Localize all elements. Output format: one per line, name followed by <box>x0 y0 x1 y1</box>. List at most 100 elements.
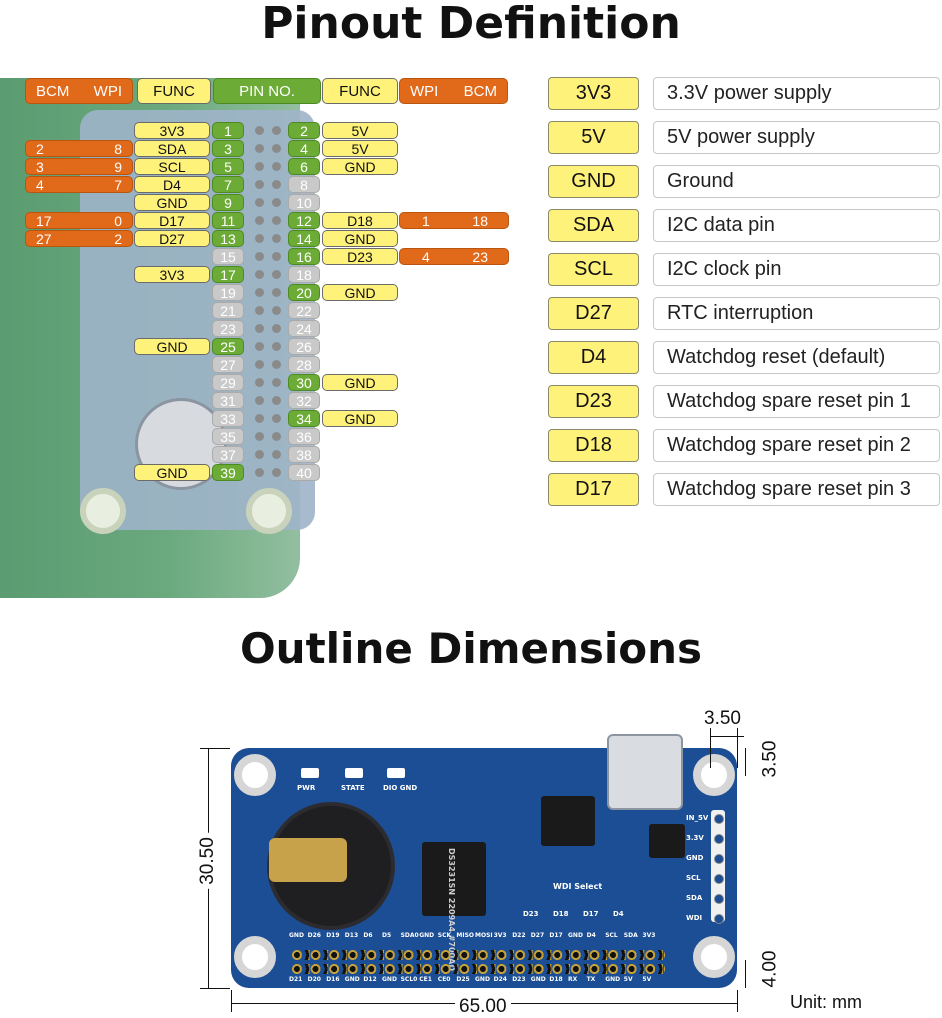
header-top-label: D27 <box>530 932 545 939</box>
legend-description: Watchdog spare reset pin 1 <box>653 385 940 418</box>
header-wpi: WPI <box>93 82 122 100</box>
legend-description: 3.3V power supply <box>653 77 940 110</box>
pin-pad-icon <box>714 914 724 924</box>
pin-number-right: 28 <box>288 356 320 373</box>
pinout-title: Pinout Definition <box>261 0 681 49</box>
mounting-hole-icon <box>693 754 735 796</box>
pin-number-left: 5 <box>212 158 244 175</box>
pin-pad-icon <box>714 854 724 864</box>
pin-func-left: SDA <box>134 140 210 157</box>
header-pin-dot <box>255 378 264 387</box>
legend-key: GND <box>548 165 639 198</box>
pin-number-right: 24 <box>288 320 320 337</box>
header-top-label: D26 <box>307 932 321 939</box>
legend-description: 5V power supply <box>653 121 940 154</box>
wdi-option-label: D17 <box>583 910 599 918</box>
led-indicator-icon <box>345 768 363 778</box>
pin-pad-icon <box>714 814 724 824</box>
header-pin-dot <box>255 306 264 315</box>
header-bottom-label: D20 <box>307 976 321 983</box>
pin-func-right: D23 <box>322 248 398 265</box>
header-pin-dot <box>272 144 281 153</box>
pin-number-right: 34 <box>288 410 320 427</box>
right-pin-label: SDA <box>686 894 703 902</box>
dim-line <box>710 736 744 737</box>
wdi-option-label: D4 <box>613 910 624 918</box>
pin-func-right: GND <box>322 374 398 391</box>
legend-key: D23 <box>548 385 639 418</box>
pin-number-right: 16 <box>288 248 320 265</box>
header-func-left: FUNC <box>137 78 211 104</box>
header-wpi-bcm-right: WPI BCM <box>399 78 508 104</box>
dim-tick <box>200 748 230 749</box>
header-pin-dot <box>272 234 281 243</box>
pin-number-right: 36 <box>288 428 320 445</box>
pin-func-right: GND <box>322 230 398 247</box>
legend-key: 3V3 <box>548 77 639 110</box>
header-pin-dot <box>255 396 264 405</box>
pin-number-right: 30 <box>288 374 320 391</box>
header-bottom-label: GND <box>382 976 397 983</box>
header-top-label: MISO <box>456 932 475 939</box>
right-pin-label: SCL <box>686 874 701 882</box>
pin-number-right: 22 <box>288 302 320 319</box>
legend-description: I2C clock pin <box>653 253 940 286</box>
header-pin-dot <box>272 288 281 297</box>
legend-description: I2C data pin <box>653 209 940 242</box>
bcm-value: 27 <box>36 230 52 247</box>
wdi-select-label: WDI Select <box>553 882 603 891</box>
header-bottom-label: D16 <box>326 976 340 983</box>
pin-func-left: GND <box>134 464 210 481</box>
led-label: DIO GND <box>383 784 418 792</box>
right-pin-label: IN_5V <box>686 814 709 822</box>
header-top-label: SDA0 <box>400 932 419 939</box>
pin-number-left: 21 <box>212 302 244 319</box>
header-pin-dot <box>255 144 264 153</box>
pin-number-right: 40 <box>288 464 320 481</box>
wpi-value: 9 <box>114 158 122 175</box>
header-bottom-label: 5V <box>642 976 652 983</box>
gpio-header-bottom-row <box>291 964 665 974</box>
header-bcm: BCM <box>463 82 497 100</box>
mounting-hole-icon <box>234 754 276 796</box>
header-bottom-label: CE1 <box>419 976 432 983</box>
header-bottom-label: D21 <box>289 976 303 983</box>
pin-number-left: 3 <box>212 140 244 157</box>
usb-c-port-icon <box>607 734 683 810</box>
pin-number-right: 6 <box>288 158 320 175</box>
header-pin-dot <box>255 162 264 171</box>
header-pin-dot <box>272 396 281 405</box>
battery-clip-icon <box>269 838 347 882</box>
legend-key: D18 <box>548 429 639 462</box>
dim-width: 65.00 <box>455 996 511 1018</box>
wdi-option-label: D23 <box>523 910 539 918</box>
wpi-value: 0 <box>114 212 122 229</box>
legend-description: RTC interruption <box>653 297 940 330</box>
header-top-label: 3V3 <box>493 932 507 939</box>
right-pin-label: WDI <box>686 914 703 922</box>
pin-number-right: 38 <box>288 446 320 463</box>
header-top-label: D19 <box>326 932 340 939</box>
header-pin-dot <box>255 180 264 189</box>
header-bcm-wpi-left: BCM WPI <box>25 78 133 104</box>
header-pin-dot <box>255 270 264 279</box>
header-pin-dot <box>272 414 281 423</box>
header-pin-dot <box>272 432 281 441</box>
header-pin-dot <box>272 378 281 387</box>
header-top-label: D13 <box>344 932 359 939</box>
pin-func-left: 3V3 <box>134 266 210 283</box>
pin-func-left: D17 <box>134 212 210 229</box>
outline-title: Outline Dimensions <box>239 624 703 673</box>
watchdog-chip-icon <box>541 796 595 846</box>
led-indicator-icon <box>387 768 405 778</box>
pin-func-right: 5V <box>322 122 398 139</box>
pin-number-left: 9 <box>212 194 244 211</box>
pin-func-left: GND <box>134 194 210 211</box>
pin-pad-icon <box>714 874 724 884</box>
pin-func-right: GND <box>322 284 398 301</box>
header-bottom-label: TX <box>586 976 596 983</box>
